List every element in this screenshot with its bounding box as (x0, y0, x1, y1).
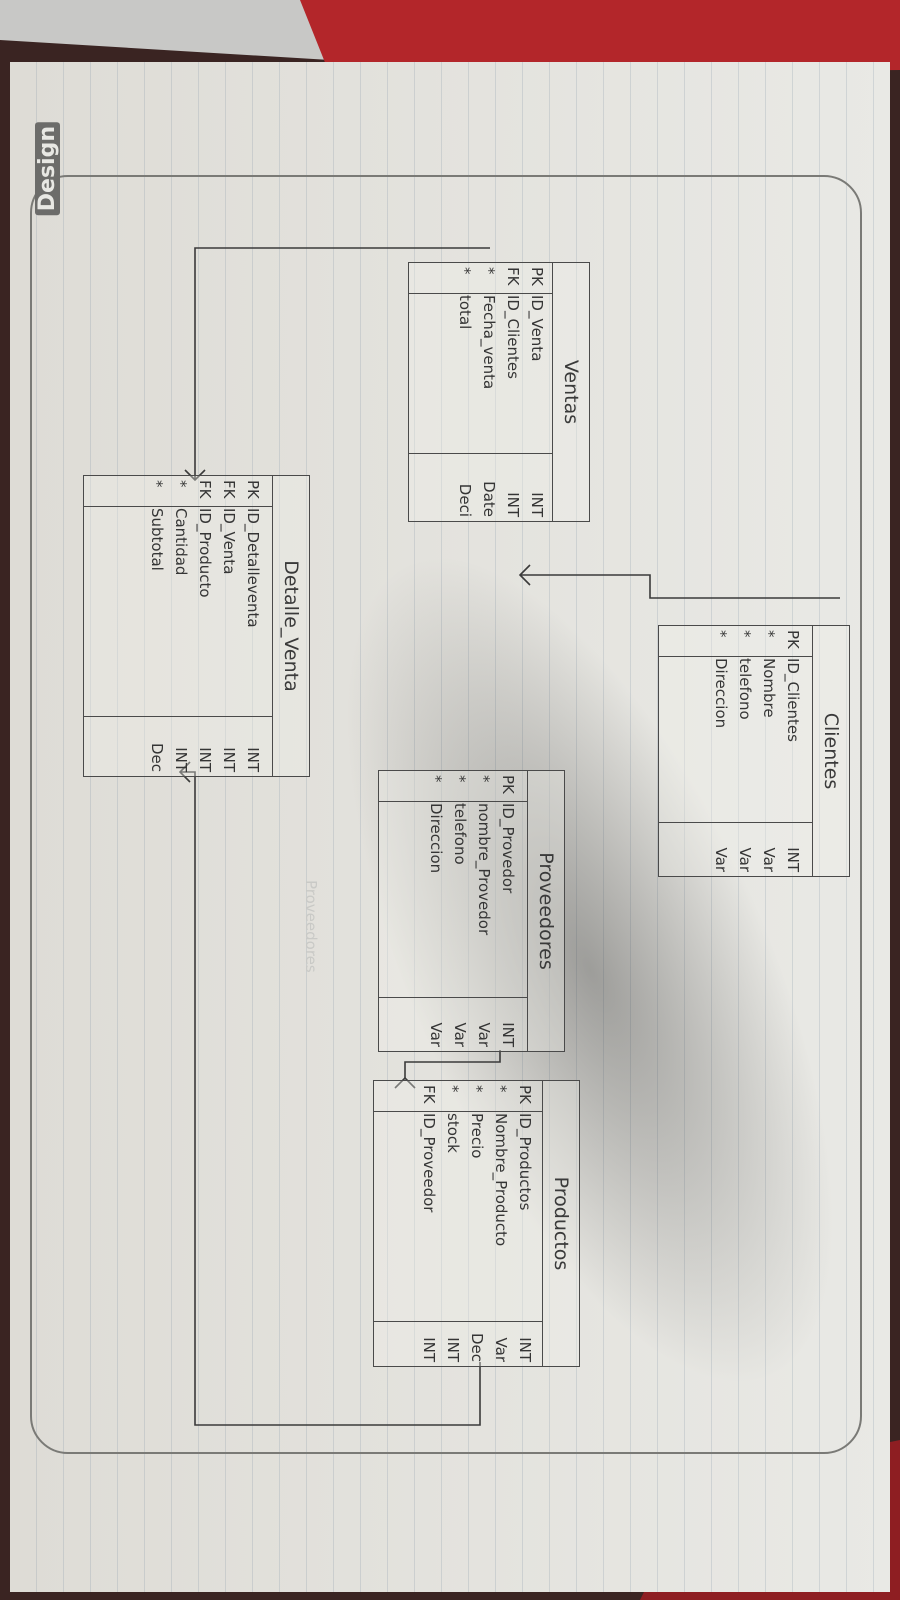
clientes-title: Clientes (812, 626, 849, 876)
proveedores-title: Proveedores (527, 771, 564, 1051)
crowfoot-detalle-productos (178, 761, 191, 783)
link-productos-detalle (180, 771, 481, 1426)
productos-title: Productos (542, 1081, 579, 1366)
link-clientes-ventas (520, 574, 840, 599)
crowfoot-ventas-clientes (518, 564, 531, 586)
detalle-venta-title: Detalle_Venta (272, 476, 309, 776)
link-proveedores-productos (404, 1050, 501, 1078)
crowfoot-productos-proveedores (394, 1076, 416, 1089)
crowfoot-detalle-ventas (184, 469, 206, 482)
link-ventas-detalle (194, 247, 490, 480)
ventas-title: Ventas (552, 263, 589, 521)
